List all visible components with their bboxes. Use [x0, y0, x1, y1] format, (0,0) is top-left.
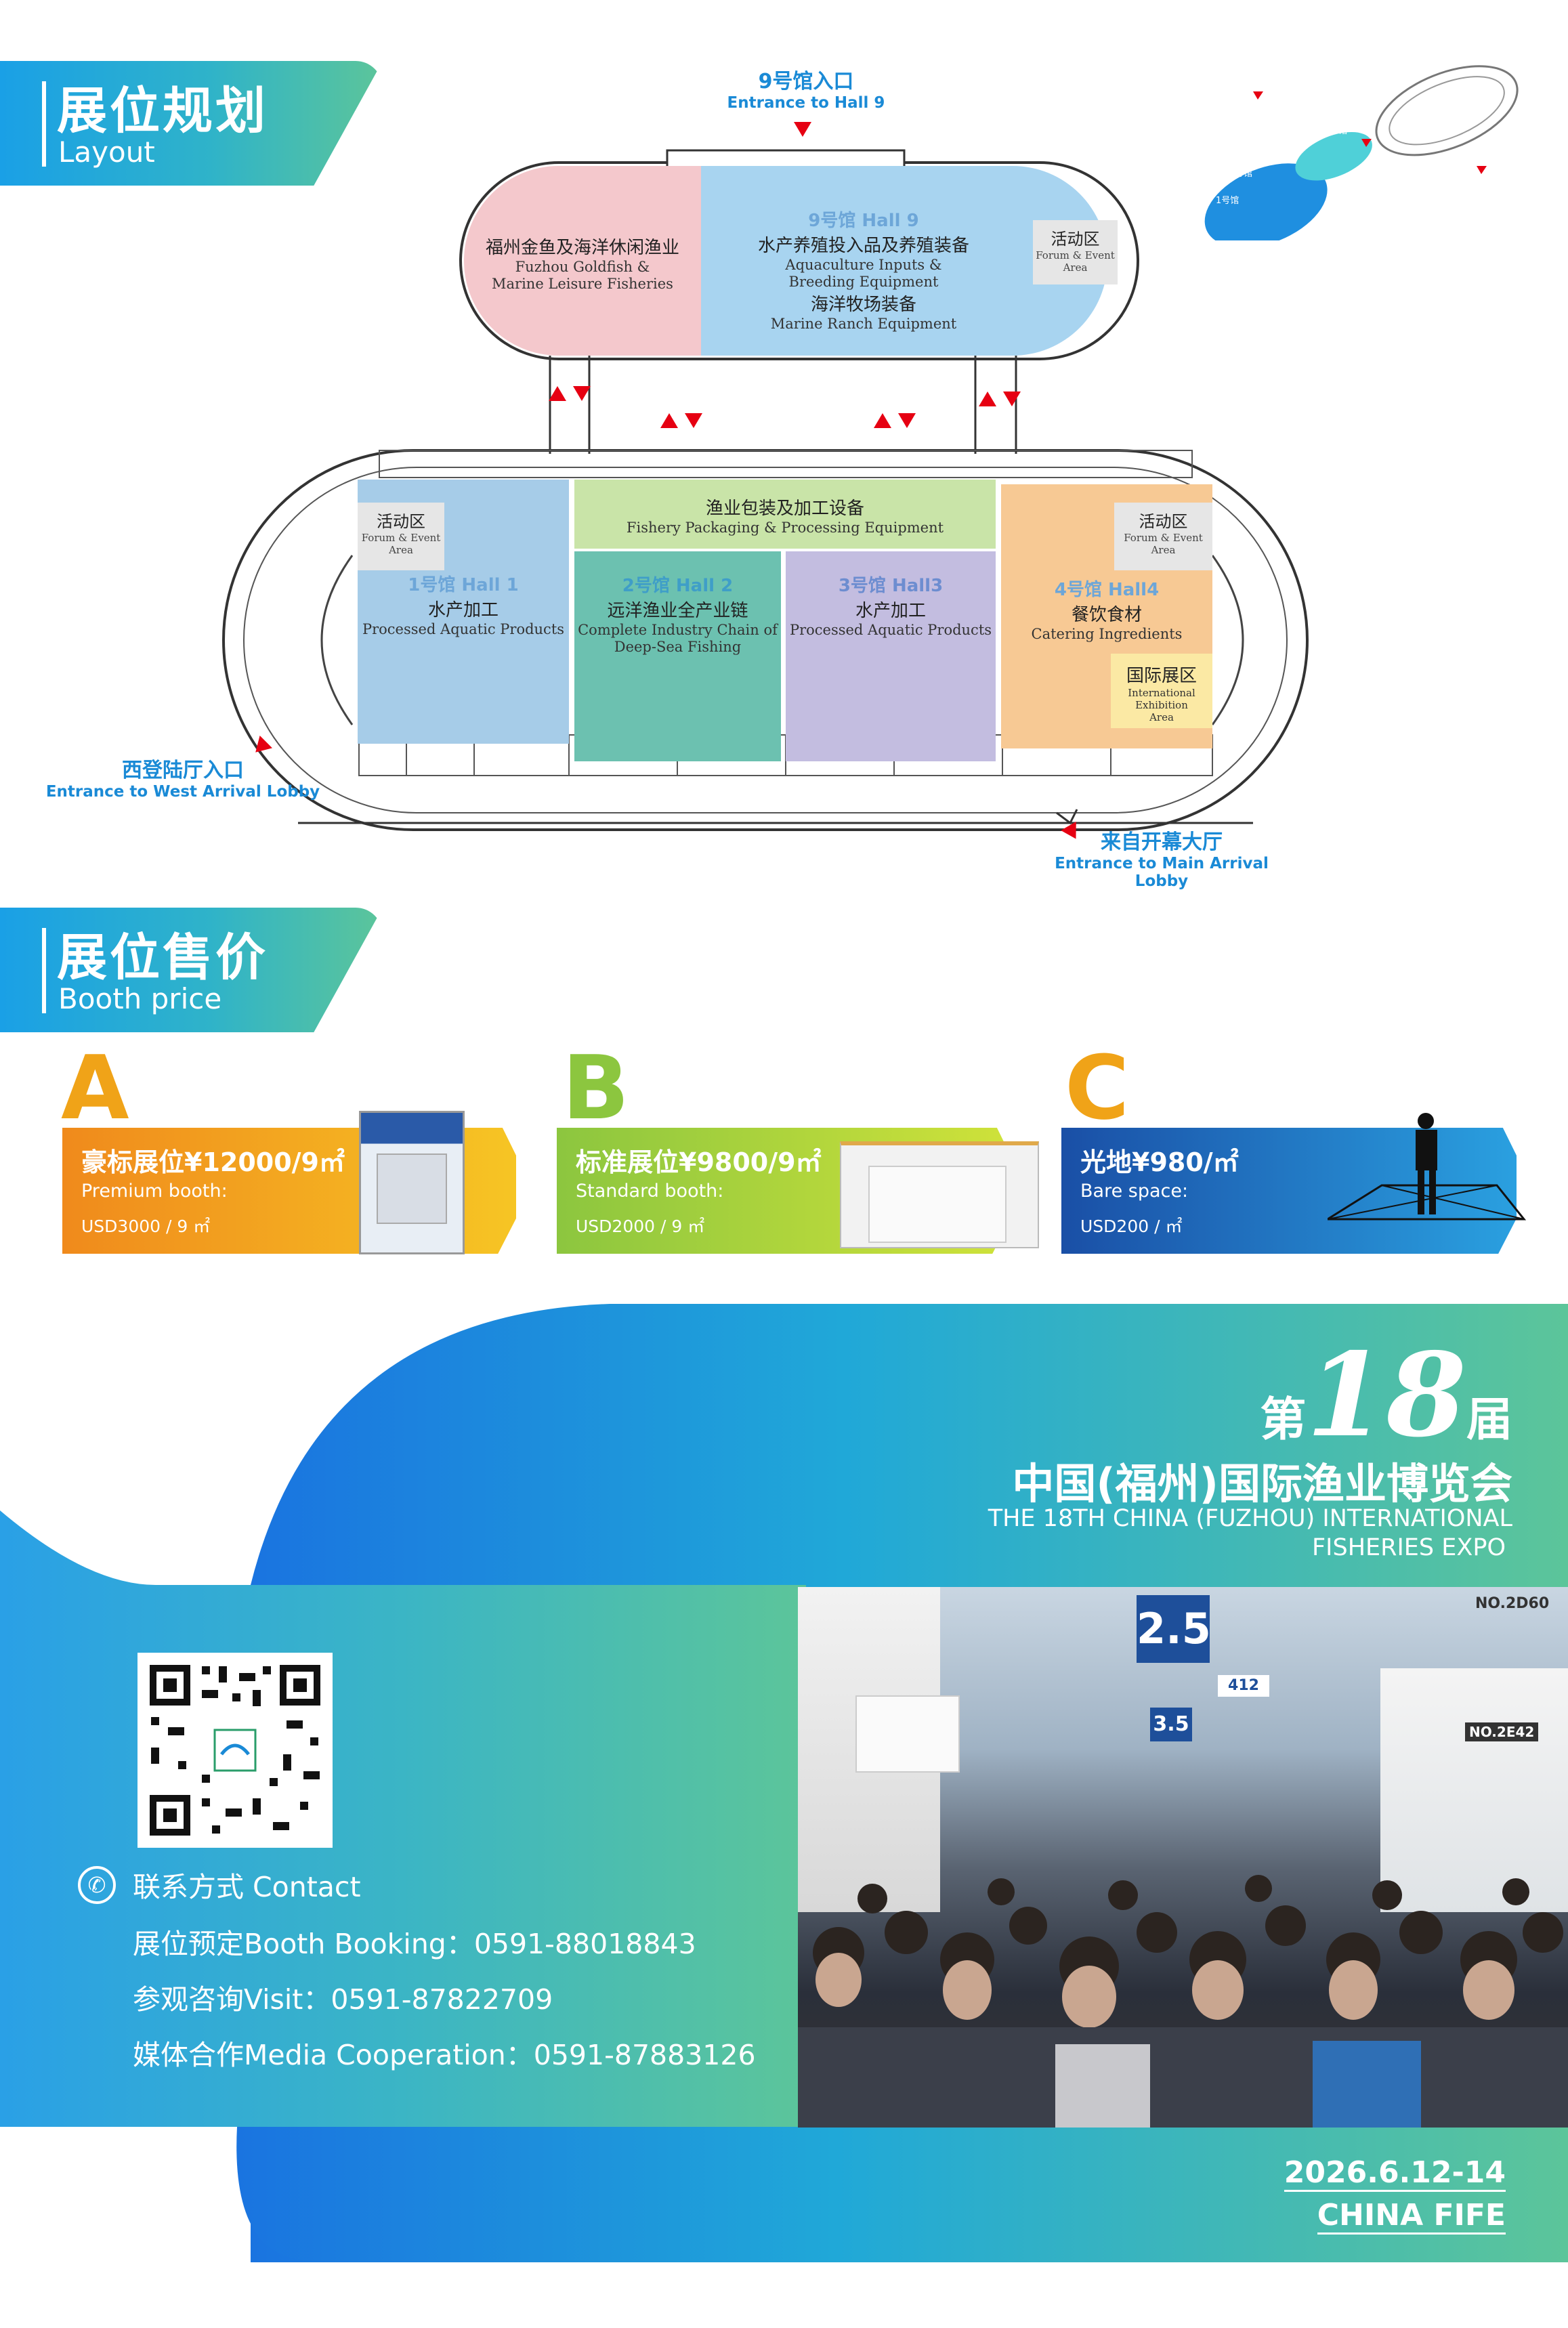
expo-photo: 2.5 3.5 412 NO.2D60 NO.2E42 — [798, 1587, 1568, 2128]
booth-sub: Standard booth: — [576, 1181, 724, 1202]
photo-sign-1: 2.5 — [1137, 1595, 1211, 1663]
booth-usd: USD2000 / 9 ㎡ — [576, 1216, 705, 1236]
booth-name: 标准展位¥9800/9㎡ — [576, 1147, 822, 1177]
contact-media[interactable]: 媒体合作Media Cooperation：0591-87883126 — [133, 2039, 756, 2071]
zone-hall3: 3号馆 Hall3 水产加工 Processed Aquatic Product… — [786, 551, 996, 761]
qr-code-icon — [150, 1665, 320, 1836]
floor-plan: 福州金鱼及海洋休闲渔业 Fuzhou Goldfish & Marine Lei… — [0, 0, 1568, 894]
photo-sign-2: 3.5 — [1150, 1708, 1192, 1741]
bare-space-image — [1328, 1113, 1527, 1221]
booth-sub: Premium booth: — [81, 1181, 228, 1202]
contact-title: 联系方式 Contact — [133, 1871, 361, 1903]
entrance-arrow-icon — [874, 413, 891, 428]
booth-letter: C — [1065, 1036, 1130, 1139]
expo-name-en-2: FISHERIES EXPO — [1312, 1534, 1506, 1561]
tab-divider — [42, 81, 46, 167]
entrance-arrow-icon — [549, 386, 566, 401]
qr-code[interactable] — [137, 1653, 333, 1848]
phone-icon: ✆ — [78, 1866, 116, 1904]
mini-map-label-9: 9号馆 — [1324, 126, 1348, 136]
layout-title: 展位规划 — [57, 82, 268, 140]
entrance-arrow-icon — [685, 413, 702, 428]
expo-date: 2026.6.12-14 — [1284, 2155, 1506, 2192]
entrance-arrow-icon — [660, 413, 678, 428]
expo-name-zh: 中国(福州)国际渔业博览会 — [1012, 1459, 1512, 1508]
mini-map-label-1: 1号馆 — [1216, 196, 1239, 206]
booth-usd: USD3000 / 9 ㎡ — [81, 1216, 211, 1236]
zone-goldfish: 福州金鱼及海洋休闲渔业 Fuzhou Goldfish & Marine Lei… — [464, 166, 701, 356]
contact-visit[interactable]: 参观咨询Visit：0591-87822709 — [133, 1983, 553, 2016]
photo-sign-4: NO.2E42 — [1465, 1722, 1539, 1741]
mini-map — [1204, 65, 1519, 240]
crowd-image — [798, 1875, 1568, 2128]
expo-name-en-1: THE 18TH CHINA (FUZHOU) INTERNATIONAL — [988, 1505, 1512, 1532]
mini-map-label-4: 4号馆 — [1263, 112, 1287, 123]
entrance-arrow-icon — [898, 413, 916, 428]
layout-section-tab: 展位规划 Layout — [0, 61, 383, 186]
expo-brand: CHINA FIFE — [1317, 2198, 1506, 2235]
event-area-hall4: 活动区 Forum & Event Area — [1114, 503, 1212, 570]
standard-booth-image — [840, 1141, 1039, 1248]
zone-hall2: 2号馆 Hall 2 远洋渔业全产业链 Complete Industry Ch… — [574, 551, 781, 761]
photo-sign-5: 412 — [1218, 1675, 1269, 1697]
mini-map-label-3: 3号馆 — [1250, 142, 1273, 152]
entrance-hall9-label: 9号馆入口 Entrance to Hall 9 — [727, 70, 885, 112]
expo-edition: 第18届 — [1260, 1328, 1512, 1463]
entrance-arrow-icon — [573, 386, 591, 401]
booth-name: 光地¥980/㎡ — [1080, 1147, 1239, 1177]
event-area-hall9: 活动区 Forum & Event Area — [1033, 220, 1118, 284]
entrance-arrow-icon — [979, 391, 996, 406]
booth-sub: Bare space: — [1080, 1181, 1189, 1202]
price-section-tab: 展位售价 Booth price — [0, 908, 383, 1032]
price-subtitle: Booth price — [58, 982, 222, 1015]
photo-sign-3: NO.2D60 — [1475, 1595, 1550, 1612]
booth-letter: B — [562, 1036, 630, 1139]
event-area-hall1: 活动区 Forum & Event Area — [358, 503, 444, 570]
entrance-arrow-icon — [794, 122, 811, 137]
zone-international: 国际展区 International Exhibition Area — [1111, 654, 1212, 728]
booth-letter: A — [61, 1036, 129, 1139]
contact-booking[interactable]: 展位预定Booth Booking：0591-88018843 — [133, 1928, 696, 1960]
mini-map-label-2: 2号馆 — [1229, 169, 1253, 179]
zone-packaging: 渔业包装及加工设备 Fishery Packaging & Processing… — [574, 480, 996, 549]
booth-name: 豪标展位¥12000/9㎡ — [81, 1147, 345, 1177]
entrance-west-label: 西登陆厅入口 Entrance to West Arrival Lobby — [45, 759, 320, 801]
tab-divider — [42, 928, 46, 1013]
booth-usd: USD200 / ㎡ — [1080, 1216, 1183, 1236]
price-title: 展位售价 — [57, 929, 268, 987]
entrance-arrow-icon — [1003, 391, 1021, 406]
entrance-main-label: 来自开幕大厅 Entrance to Main Arrival Lobby — [1055, 830, 1269, 890]
premium-booth-image — [359, 1111, 465, 1254]
layout-subtitle: Layout — [58, 135, 155, 169]
